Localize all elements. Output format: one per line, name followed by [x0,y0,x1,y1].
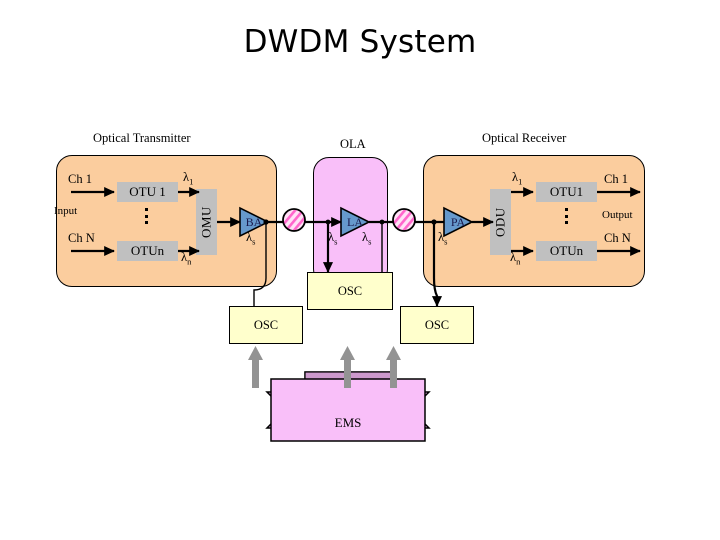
tx-channel-bottom-label: Ch N [68,231,95,245]
rx-output-label: Output [602,209,633,221]
tx-lambda-service-sub: s [252,236,256,247]
rx-lambda-bottom-sub: n [516,256,521,267]
tx-omu-box[interactable]: OMU [196,189,217,255]
rx-otu-top-box[interactable]: OTU1 [536,182,597,202]
rx-otu-bottom-box[interactable]: OTUn [536,241,597,261]
ems-label: EMS [335,415,362,430]
tx-input-label: Input [54,205,78,217]
rx-lambda-top-label: λ1 [512,170,522,187]
tx-vertical-ellipsis [145,208,149,224]
rx-channel-bottom-label: Ch N [604,231,631,245]
tx-lambda-bottom-symbol: λ [181,250,188,264]
rx-lambda-top-sub: 1 [518,176,523,187]
rx-lambda-service-symbol: λ [438,230,445,244]
rx-lambda-service-sub: s [444,236,448,247]
ems-arrow-right [386,346,401,388]
tx-otu-top-box[interactable]: OTU 1 [117,182,178,202]
ola-lambda-out-label: λs [362,230,371,247]
ems-plate [270,378,426,442]
caption-ola: OLA [340,137,366,151]
rx-lambda-bottom-symbol: λ [510,250,517,264]
rx-lambda-service-label: λs [438,230,447,247]
rx-odu-box[interactable]: ODU [490,189,511,255]
tx-channel-top-label: Ch 1 [68,172,92,186]
connector-ola-rx-icon [392,208,416,232]
ola-lambda-in-sub: s [334,236,338,247]
tx-otu-bottom-box[interactable]: OTUn [117,241,178,261]
tx-lambda-top-sub: 1 [189,176,194,187]
ems-ribbon-fold-left [304,371,392,381]
ems-arrow-left [248,346,263,388]
rx-vertical-ellipsis [565,208,569,224]
osc-box-left[interactable]: OSC [229,306,303,344]
rx-channel-top-label: Ch 1 [604,172,628,186]
caption-optical-transmitter: Optical Transmitter [93,131,191,145]
ola-lambda-out-sub: s [368,236,372,247]
rx-lambda-top-symbol: λ [512,170,519,184]
tx-lambda-bottom-sub: n [187,256,192,267]
zone-ola [313,157,388,285]
page-title: DWDM System [243,24,477,60]
connector-tx-ola-icon [282,208,306,232]
tx-lambda-top-symbol: λ [183,170,190,184]
ems-ribbon-shape [265,371,431,429]
ola-lambda-in-label: λs [328,230,337,247]
rx-lambda-bottom-label: λn [510,250,520,267]
osc-box-center[interactable]: OSC [307,272,393,310]
caption-optical-receiver: Optical Receiver [482,131,567,145]
ems-arrow-center [340,346,355,388]
ola-lambda-in-symbol: λ [328,230,335,244]
tx-lambda-service-label: λs [246,230,255,247]
osc-box-right[interactable]: OSC [400,306,474,344]
tx-lambda-bottom-label: λn [181,250,191,267]
tx-lambda-top-label: λ1 [183,170,193,187]
